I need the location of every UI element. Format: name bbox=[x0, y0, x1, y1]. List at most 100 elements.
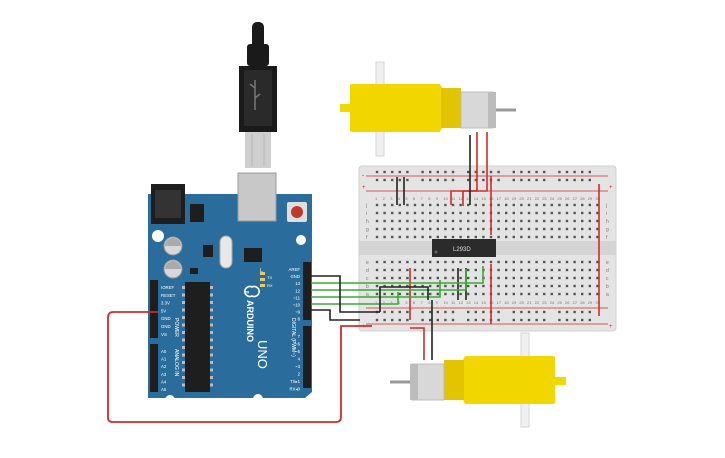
breadboard-hole[interactable] bbox=[406, 292, 409, 296]
rail-hole[interactable] bbox=[391, 170, 394, 174]
breadboard-hole[interactable] bbox=[543, 276, 546, 280]
breadboard-hole[interactable] bbox=[413, 284, 417, 288]
breadboard-hole[interactable] bbox=[482, 235, 485, 239]
rail-hole[interactable] bbox=[444, 170, 447, 174]
breadboard-hole[interactable] bbox=[375, 292, 379, 296]
breadboard-hole[interactable] bbox=[535, 260, 538, 264]
breadboard-hole[interactable] bbox=[543, 211, 546, 215]
breadboard-hole[interactable] bbox=[474, 211, 477, 215]
breadboard-hole[interactable] bbox=[375, 235, 379, 239]
breadboard-hole[interactable] bbox=[421, 235, 424, 239]
wire-pin11[interactable] bbox=[311, 280, 441, 298]
rail-hole[interactable] bbox=[482, 310, 485, 314]
rail-hole[interactable] bbox=[398, 178, 401, 182]
rail-hole[interactable] bbox=[497, 310, 500, 314]
rail-hole[interactable] bbox=[383, 170, 386, 174]
breadboard-hole[interactable] bbox=[527, 203, 531, 207]
rail-hole[interactable] bbox=[467, 170, 470, 174]
breadboard-hole[interactable] bbox=[535, 211, 538, 215]
breadboard-hole[interactable] bbox=[413, 260, 417, 264]
rail-hole[interactable] bbox=[573, 310, 576, 314]
breadboard-hole[interactable] bbox=[596, 227, 599, 231]
breadboard-hole[interactable] bbox=[413, 219, 417, 223]
breadboard-hole[interactable] bbox=[451, 284, 455, 288]
breadboard-hole[interactable] bbox=[512, 284, 515, 288]
breadboard-hole[interactable] bbox=[398, 268, 401, 272]
breadboard-hole[interactable] bbox=[451, 235, 455, 239]
rail-hole[interactable] bbox=[444, 178, 447, 182]
rail-hole[interactable] bbox=[467, 318, 470, 322]
breadboard-hole[interactable] bbox=[467, 203, 470, 207]
rail-hole[interactable] bbox=[527, 178, 531, 182]
breadboard-hole[interactable] bbox=[413, 276, 417, 280]
rail-hole[interactable] bbox=[429, 170, 432, 174]
breadboard-hole[interactable] bbox=[565, 219, 569, 223]
wire-motor2-red[interactable] bbox=[410, 327, 425, 360]
breadboard-hole[interactable] bbox=[474, 203, 477, 207]
breadboard-hole[interactable] bbox=[520, 227, 523, 231]
wire-pin12[interactable] bbox=[311, 269, 467, 291]
rail-hole[interactable] bbox=[573, 178, 576, 182]
breadboard-hole[interactable] bbox=[467, 284, 470, 288]
breadboard-hole[interactable] bbox=[596, 292, 599, 296]
breadboard-hole[interactable] bbox=[505, 219, 508, 223]
breadboard-hole[interactable] bbox=[550, 276, 553, 280]
breadboard-hole[interactable] bbox=[444, 211, 447, 215]
breadboard-hole[interactable] bbox=[398, 292, 401, 296]
breadboard-hole[interactable] bbox=[588, 227, 591, 231]
breadboard-hole[interactable] bbox=[406, 227, 409, 231]
breadboard-hole[interactable] bbox=[444, 292, 447, 296]
breadboard-hole[interactable] bbox=[505, 203, 508, 207]
rail-hole[interactable] bbox=[474, 318, 477, 322]
breadboard-hole[interactable] bbox=[429, 292, 432, 296]
breadboard-hole[interactable] bbox=[436, 268, 439, 272]
breadboard-hole[interactable] bbox=[505, 260, 508, 264]
breadboard-hole[interactable] bbox=[383, 268, 386, 272]
rail-hole[interactable] bbox=[588, 178, 591, 182]
breadboard-hole[interactable] bbox=[543, 227, 546, 231]
breadboard-hole[interactable] bbox=[467, 235, 470, 239]
breadboard-hole[interactable] bbox=[398, 276, 401, 280]
breadboard-hole[interactable] bbox=[527, 268, 531, 272]
breadboard-hole[interactable] bbox=[588, 211, 591, 215]
rail-hole[interactable] bbox=[391, 318, 394, 322]
breadboard-hole[interactable] bbox=[565, 235, 569, 239]
breadboard-hole[interactable] bbox=[398, 219, 401, 223]
breadboard-hole[interactable] bbox=[581, 284, 584, 288]
breadboard-hole[interactable] bbox=[505, 292, 508, 296]
breadboard-hole[interactable] bbox=[383, 292, 386, 296]
rail-hole[interactable] bbox=[429, 310, 432, 314]
breadboard-hole[interactable] bbox=[398, 211, 401, 215]
breadboard-hole[interactable] bbox=[535, 219, 538, 223]
breadboard-hole[interactable] bbox=[451, 203, 455, 207]
rail-hole[interactable] bbox=[581, 178, 584, 182]
breadboard-hole[interactable] bbox=[505, 211, 508, 215]
breadboard-hole[interactable] bbox=[573, 292, 576, 296]
breadboard-hole[interactable] bbox=[497, 268, 500, 272]
breadboard-hole[interactable] bbox=[451, 292, 455, 296]
breadboard-hole[interactable] bbox=[565, 203, 569, 207]
breadboard-hole[interactable] bbox=[421, 268, 424, 272]
breadboard-hole[interactable] bbox=[413, 211, 417, 215]
breadboard-hole[interactable] bbox=[421, 292, 424, 296]
breadboard-hole[interactable] bbox=[543, 235, 546, 239]
rail-hole[interactable] bbox=[489, 170, 493, 174]
breadboard-hole[interactable] bbox=[558, 227, 561, 231]
breadboard-hole[interactable] bbox=[436, 276, 439, 280]
rail-hole[interactable] bbox=[467, 310, 470, 314]
breadboard-hole[interactable] bbox=[588, 284, 591, 288]
breadboard-hole[interactable] bbox=[482, 292, 485, 296]
rail-hole[interactable] bbox=[474, 310, 477, 314]
rail-hole[interactable] bbox=[543, 178, 546, 182]
breadboard-hole[interactable] bbox=[459, 211, 462, 215]
rail-hole[interactable] bbox=[421, 318, 424, 322]
rail-hole[interactable] bbox=[565, 318, 569, 322]
breadboard-hole[interactable] bbox=[375, 211, 379, 215]
breadboard-hole[interactable] bbox=[398, 203, 401, 207]
breadboard-hole[interactable] bbox=[512, 292, 515, 296]
breadboard-hole[interactable] bbox=[505, 268, 508, 272]
breadboard-hole[interactable] bbox=[535, 227, 538, 231]
breadboard-hole[interactable] bbox=[535, 235, 538, 239]
breadboard-hole[interactable] bbox=[421, 227, 424, 231]
rail-hole[interactable] bbox=[383, 318, 386, 322]
